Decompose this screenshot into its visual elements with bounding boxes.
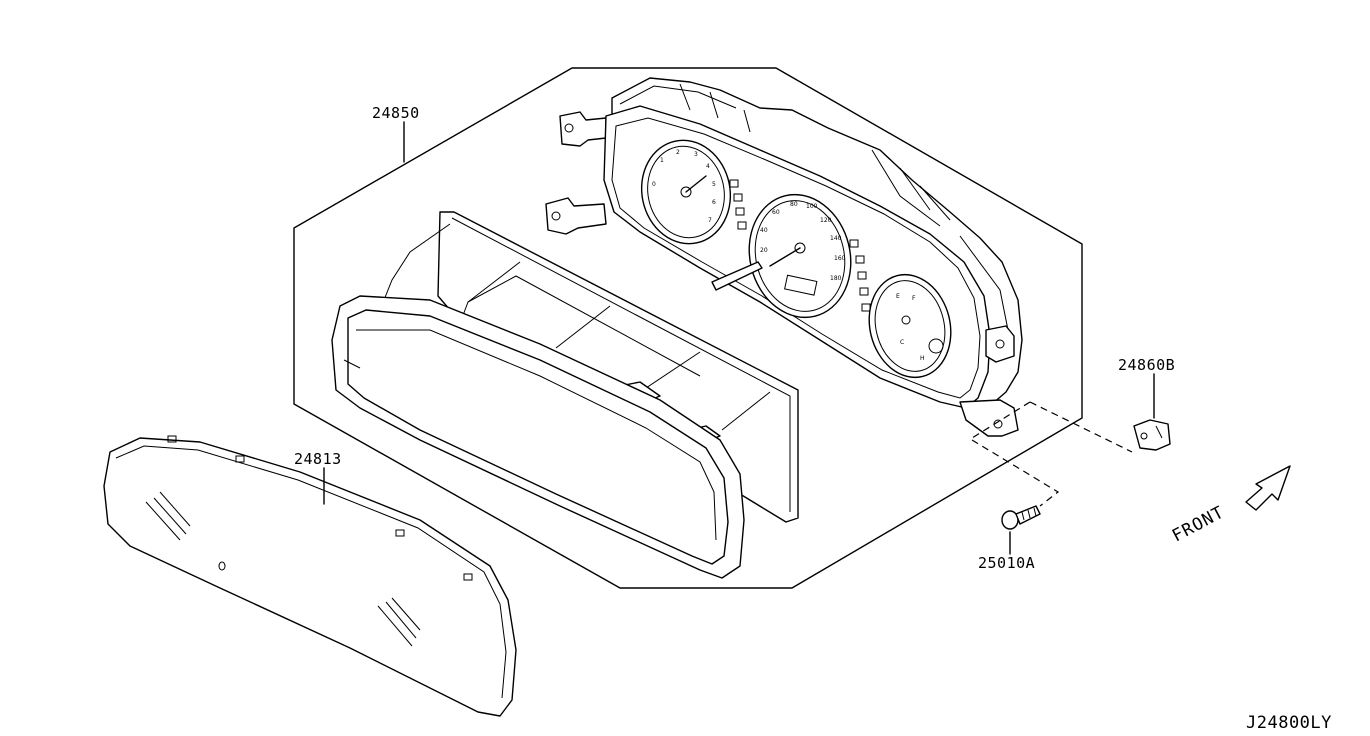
fuel-temp-gauge: E F C H xyxy=(868,273,952,379)
label-25010A: 25010A xyxy=(978,554,1035,572)
svg-text:4: 4 xyxy=(706,163,710,170)
label-24813: 24813 xyxy=(294,450,342,468)
svg-text:F: F xyxy=(912,295,916,302)
indicator-lamps xyxy=(729,179,871,312)
cluster-lens xyxy=(103,435,517,717)
label-24850: 24850 xyxy=(372,104,420,122)
tachometer-gauge: 1 2 3 4 5 6 7 0 xyxy=(640,139,732,245)
svg-text:80: 80 xyxy=(790,201,798,208)
svg-text:7: 7 xyxy=(708,217,712,224)
drawing-code: J24800LY xyxy=(1246,713,1332,733)
svg-text:160: 160 xyxy=(834,255,846,262)
svg-text:H: H xyxy=(920,355,925,362)
front-arrow-icon xyxy=(1245,465,1291,511)
svg-text:180: 180 xyxy=(830,275,842,282)
svg-text:40: 40 xyxy=(760,227,768,234)
front-label: FRONT xyxy=(1169,502,1228,546)
assembly-boundary xyxy=(293,67,1083,589)
svg-text:C: C xyxy=(900,339,904,346)
svg-text:120: 120 xyxy=(820,217,832,224)
svg-text:1: 1 xyxy=(660,157,664,164)
cluster-housing xyxy=(331,211,799,579)
svg-text:E: E xyxy=(896,293,900,300)
label-24860B: 24860B xyxy=(1118,356,1175,374)
clip-dashed-line xyxy=(1029,401,1133,453)
svg-text:140: 140 xyxy=(830,235,842,242)
svg-text:5: 5 xyxy=(712,181,716,188)
screw-part xyxy=(1001,505,1041,530)
svg-text:2: 2 xyxy=(676,149,680,156)
svg-text:3: 3 xyxy=(694,151,698,158)
svg-text:60: 60 xyxy=(772,209,780,216)
clip-part xyxy=(1133,419,1171,451)
svg-text:100: 100 xyxy=(806,203,818,210)
svg-text:6: 6 xyxy=(712,199,716,206)
svg-text:20: 20 xyxy=(760,247,768,254)
screw-dashed-line xyxy=(971,439,1060,507)
svg-text:0: 0 xyxy=(652,181,656,188)
